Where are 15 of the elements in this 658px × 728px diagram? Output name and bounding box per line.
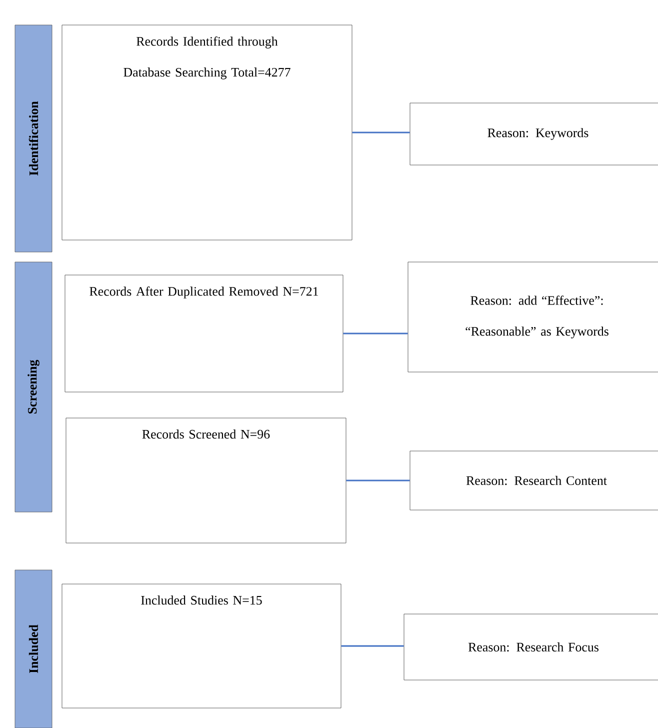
record-box: Records Identified through Database Searching Total=4277 — [62, 24, 352, 240]
connector-line — [346, 480, 410, 482]
stage-band: Screening — [14, 262, 52, 512]
connector-line — [352, 132, 410, 134]
reason-box: Reason: Research Focus — [404, 614, 658, 680]
reason-box: Reason: Keywords — [410, 102, 658, 166]
record-box: Records After Duplicated Removed N=721 — [64, 274, 344, 392]
record-box: Records Screened N=96 — [66, 418, 346, 544]
reason-box: Reason: add “Effective”: “Reasonable” as Keywords — [408, 262, 658, 372]
stage-band: Identification — [14, 24, 52, 252]
reason-box: Reason: Research Content — [410, 450, 658, 510]
connector-line — [341, 645, 404, 647]
connector-line — [343, 332, 408, 334]
stage-band: Included — [14, 570, 52, 728]
record-box: Included Studies N=15 — [62, 584, 342, 708]
